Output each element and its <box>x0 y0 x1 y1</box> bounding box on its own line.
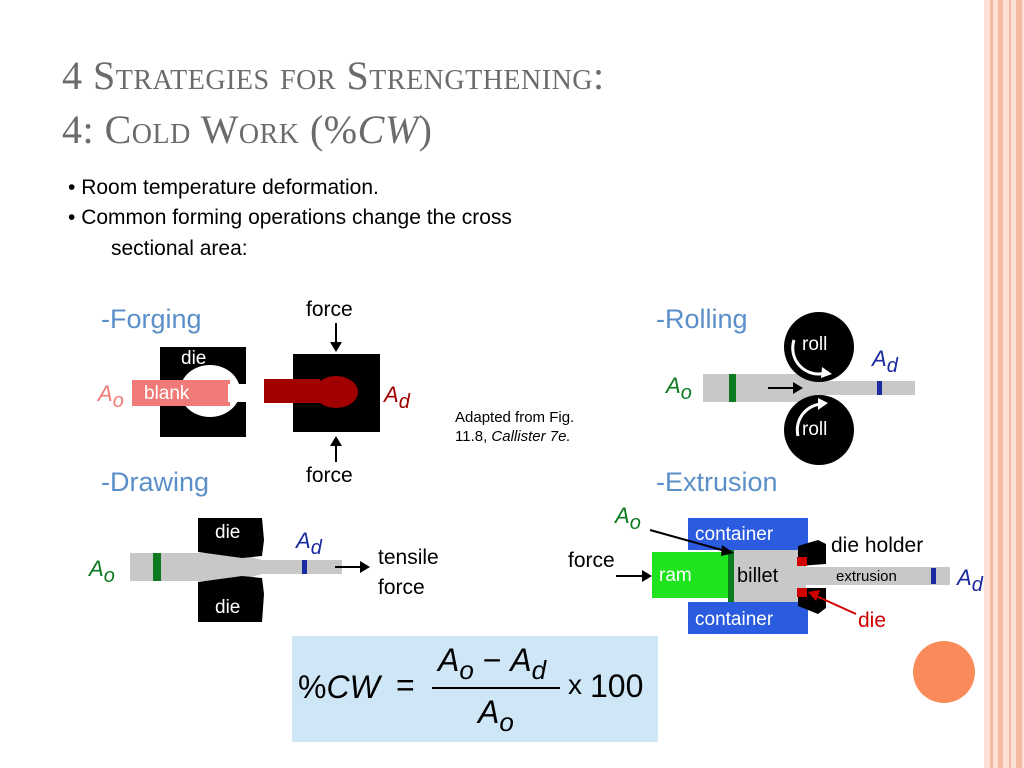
drawing-ad: Ad <box>296 528 322 559</box>
formula-denominator: Ao <box>478 694 514 737</box>
section-rolling: -Rolling <box>656 304 748 334</box>
bullet-1: • Room temperature deformation. <box>68 176 379 199</box>
ram-label: ram <box>659 565 692 586</box>
section-drawing: -Drawing <box>101 467 210 497</box>
decorative-circle <box>913 641 975 703</box>
billet-label: billet <box>737 565 779 587</box>
formula-hundred: 100 <box>590 668 644 704</box>
drawing-ao: Ao <box>89 556 115 587</box>
forging-force-bottom: force <box>306 464 353 487</box>
section-forging: -Forging <box>101 304 202 334</box>
forging-ad: Ad <box>384 382 410 413</box>
section-extrusion: -Extrusion <box>656 467 778 497</box>
figure-credit: Adapted from Fig.11.8, Callister 7e. <box>455 409 575 445</box>
slide-title-line2: 4: Cold Work (%CW) <box>62 107 433 152</box>
forging-force-top: force <box>306 298 353 321</box>
forging-blank-label: blank <box>144 383 190 404</box>
formula-times: x <box>568 669 582 700</box>
slide-title-line1: 4 Strategies for Strengthening: <box>62 53 605 98</box>
roll-bottom-label: roll <box>802 419 828 440</box>
formula-equals: = <box>396 667 415 703</box>
forging-die-label: die <box>181 348 207 369</box>
rolling-ad: Ad <box>872 346 898 377</box>
extrusion-die-label: die <box>858 609 887 632</box>
formula-numerator: Ao − Ad <box>438 642 547 685</box>
container-bottom-label: container <box>695 609 774 630</box>
roll-top-label: roll <box>802 334 828 355</box>
bullet-2-cont: sectional area: <box>111 237 248 260</box>
rolling-ao: Ao <box>666 373 692 404</box>
extrusion-label: extrusion <box>836 568 897 585</box>
decorative-stripes <box>984 0 1024 768</box>
extrusion-ao: Ao <box>615 503 641 534</box>
container-top-label: container <box>695 524 774 545</box>
drawing-die-top-label: die <box>215 522 241 543</box>
extrusion-ad: Ad <box>957 565 983 596</box>
formula-box: %CW = Ao − Ad Ao x 100 <box>292 636 658 742</box>
die-holder-label: die holder <box>831 534 924 557</box>
formula-lhs: %CW <box>298 669 380 705</box>
forging-ao: Ao <box>98 381 124 412</box>
drawing-die-bottom-label: die <box>215 597 241 618</box>
bullet-2: • Common forming operations change the c… <box>68 206 512 229</box>
extrusion-force-label: force <box>568 549 615 572</box>
